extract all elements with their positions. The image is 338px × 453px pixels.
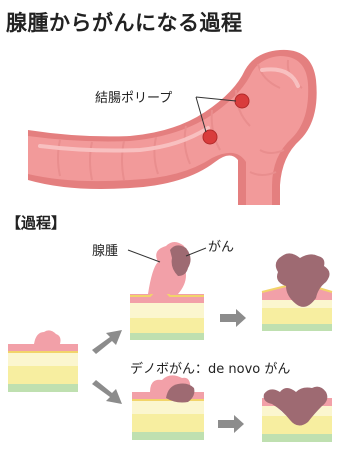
adenoma-leader-line [128, 250, 160, 262]
tissue-de-novo [132, 375, 204, 440]
polyp-upper [235, 94, 249, 108]
tissue-adenoma [128, 242, 206, 340]
de-novo-label: デノボがん：de novo がん [130, 358, 290, 377]
branch-arrows [92, 330, 122, 404]
polyp-label: 結腸ポリープ [95, 87, 172, 106]
cancer-leader-line [186, 248, 206, 256]
adenoma-label: 腺腫 [92, 240, 118, 259]
colon-illustration [28, 50, 317, 205]
progress-arrow [220, 309, 246, 327]
tissue-start [8, 330, 78, 392]
section-heading: 【過程】 [6, 212, 66, 233]
progress-arrow [218, 415, 244, 433]
tissue-advanced-cancer [262, 253, 332, 331]
tissue-de-novo-advanced [262, 387, 332, 442]
polyp-lower [203, 130, 217, 144]
cancer-label: がん [208, 236, 234, 255]
